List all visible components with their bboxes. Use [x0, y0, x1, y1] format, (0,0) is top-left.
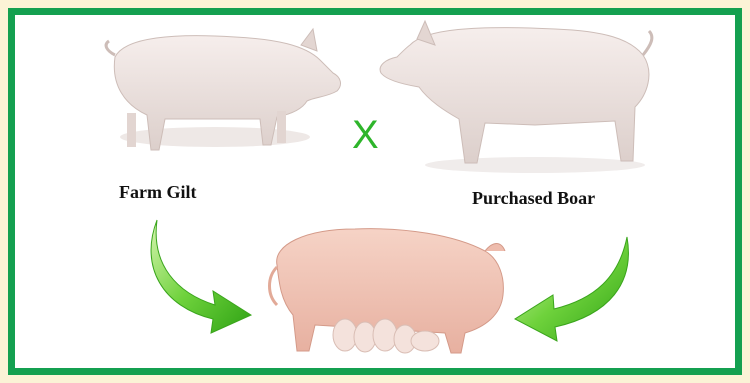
- diagram-panel: Farm Gilt X Purchased Boar: [8, 8, 742, 375]
- left-arrow-icon: [150, 219, 253, 334]
- farm-gilt-label: Farm Gilt: [119, 182, 197, 202]
- sow-with-piglets-icon: [268, 228, 506, 354]
- right-arrow-icon: [513, 236, 629, 342]
- gilt-pig-icon: [104, 27, 341, 151]
- boar-pig-icon: [379, 19, 654, 173]
- cross-symbol: X: [352, 113, 379, 157]
- diagram-artwork: [104, 19, 654, 354]
- purchased-boar-label: Purchased Boar: [472, 188, 596, 208]
